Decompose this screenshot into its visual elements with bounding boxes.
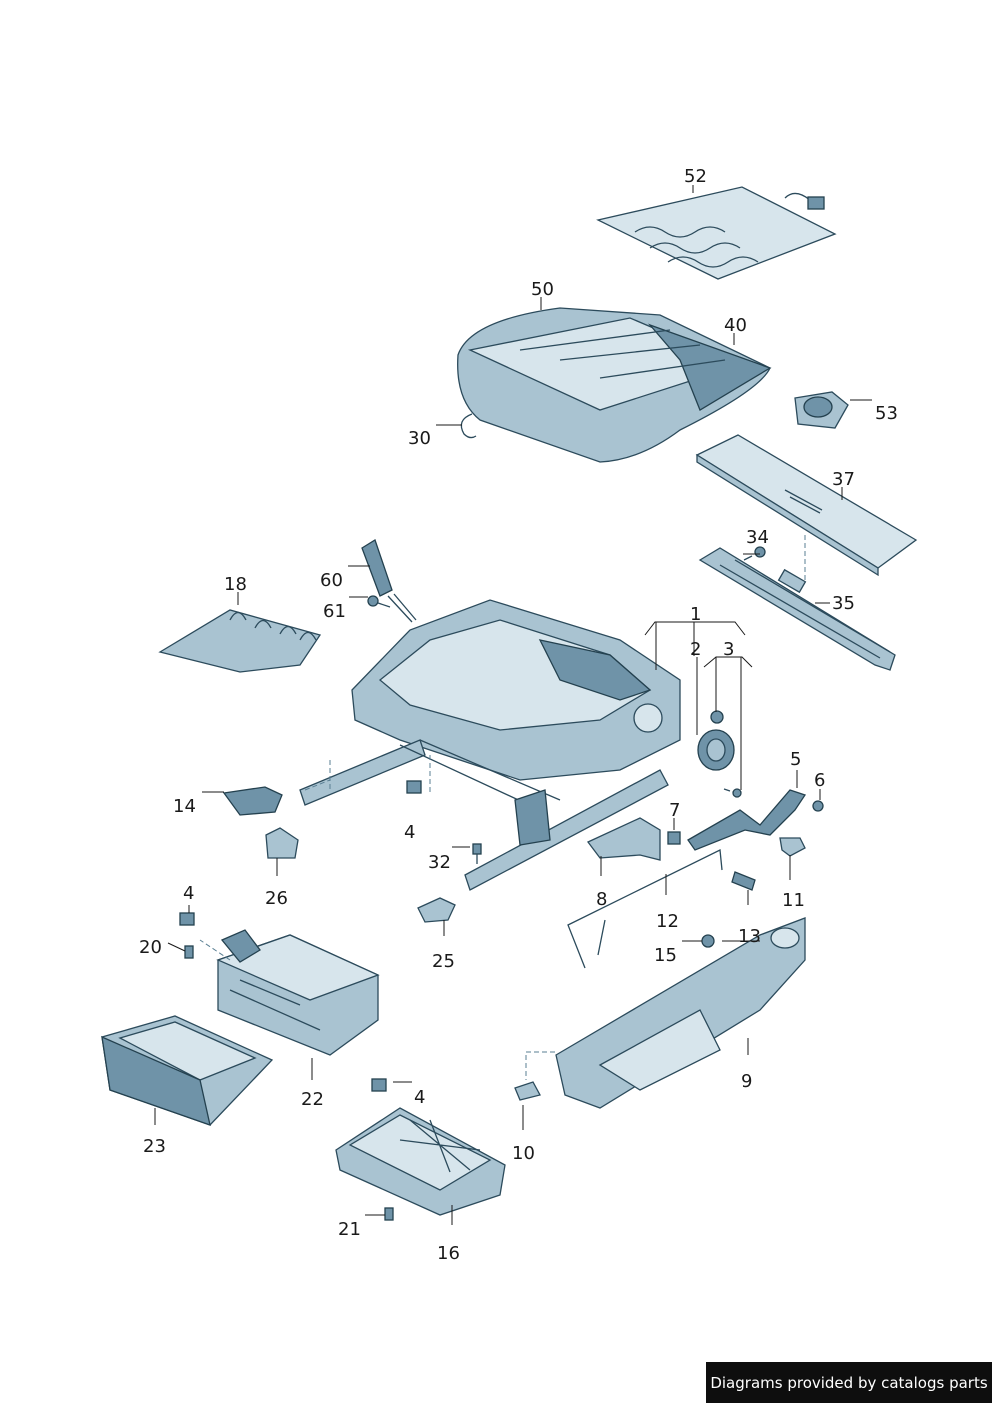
part-clip-10 [514,1081,541,1101]
callout-40: 40 [724,315,747,336]
part-screw-32 [472,843,482,864]
part-bowden-cable [567,849,723,969]
callout-11: 11 [782,890,805,911]
callout-16: 16 [437,1243,460,1264]
callout-23: 23 [143,1136,166,1157]
callout-14: 14 [173,796,196,817]
callout-18: 18 [224,574,247,595]
part-seat-cushion [457,307,772,463]
callout-2: 2 [690,639,702,660]
callout-5: 5 [790,749,802,770]
callout-20: 20 [139,937,162,958]
callout-30: 30 [408,428,431,449]
part-handle-8 [586,817,661,861]
callout-4b: 4 [183,883,195,904]
part-screw-13 [731,871,756,891]
callout-53: 53 [875,403,898,424]
callout-9: 9 [741,1071,753,1092]
callout-35: 35 [832,593,855,614]
part-belt-buckle [361,539,417,623]
part-seat-frame [299,599,681,891]
part-screw-6 [812,800,824,812]
callout-4a: 4 [404,822,416,843]
part-handle-14 [222,786,283,816]
callout-12: 12 [656,911,679,932]
leader-lines [154,185,872,1225]
part-clip [460,413,477,439]
callout-6: 6 [814,770,826,791]
part-clip-4c [371,1078,387,1092]
footer-credit: Diagrams provided by catalogs parts [706,1362,992,1403]
callout-10: 10 [512,1143,535,1164]
part-speaker [794,391,849,429]
callout-25: 25 [432,951,455,972]
part-housing [216,929,380,1056]
callout-26: 26 [265,888,288,909]
callout-8: 8 [596,889,608,910]
part-heating-mat [596,186,837,280]
callout-34: 34 [746,527,769,548]
part-bracket-26 [265,827,299,859]
part-clip-4b [179,912,195,926]
callout-13: 13 [738,926,761,947]
part-screw-61 [367,595,391,608]
part-clip-7 [667,831,681,845]
callout-3: 3 [723,639,735,660]
callout-15: 15 [654,945,677,966]
callout-1: 1 [690,604,702,625]
part-screw-21 [384,1207,394,1221]
callout-4c: 4 [414,1087,426,1108]
part-motor [697,729,735,771]
part-lever [687,789,807,851]
callout-50: 50 [531,279,554,300]
callout-7: 7 [669,800,681,821]
callout-32: 32 [428,852,451,873]
part-screw-20 [184,945,194,959]
part-drawer [101,1015,274,1126]
callout-52: 52 [684,166,707,187]
part-base-mat [158,609,322,673]
part-screw-3 [723,788,742,798]
part-screw-15 [701,934,715,948]
callout-22: 22 [301,1089,324,1110]
part-cover-panel [695,434,918,577]
part-clip-4a [406,780,422,794]
callout-61: 61 [323,601,346,622]
part-bracket-25 [417,897,456,923]
part-rail-bracket [698,547,896,671]
callout-60: 60 [320,570,343,591]
part-control-unit [335,1107,506,1216]
callout-37: 37 [832,469,855,490]
part-nut-3 [710,710,724,724]
callout-21: 21 [338,1219,361,1240]
part-side-trim [555,917,806,1109]
part-clip-11 [779,837,806,857]
